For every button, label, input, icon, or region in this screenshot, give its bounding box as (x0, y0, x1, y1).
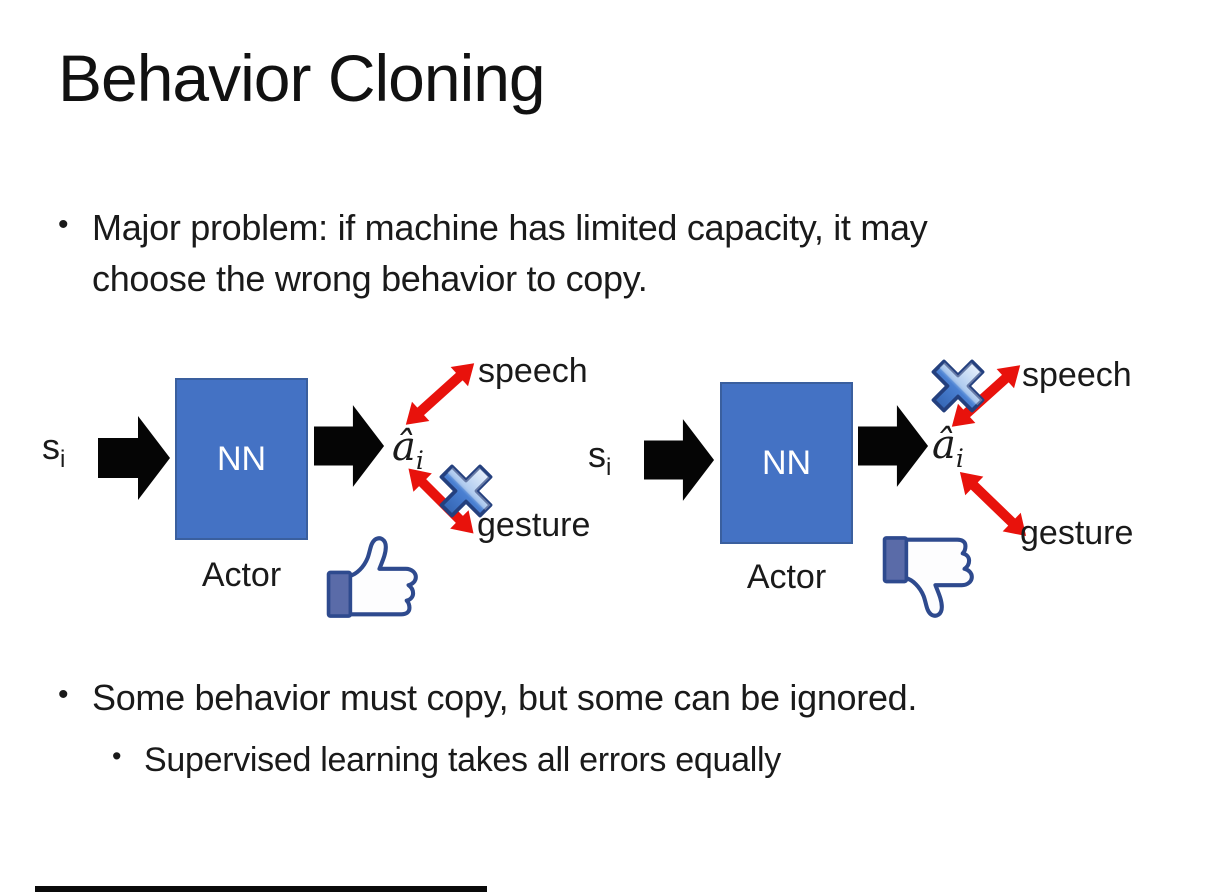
bullet-text: Supervised learning takes all errors equ… (144, 741, 781, 779)
double-arrow-icon (408, 468, 474, 534)
actor-caption: Actor (746, 558, 827, 596)
double-arrow-icon (951, 365, 1021, 427)
cross-x-icon (439, 464, 493, 518)
bullet-text: Major problem: if machine has limited ca… (92, 207, 928, 300)
branch-label-speech: speech (478, 352, 588, 390)
branch-label-speech: speech (1022, 356, 1132, 394)
right-arrow-icon (98, 416, 170, 500)
bullet-major-problem: • Major problem: if machine has limited … (58, 202, 1038, 304)
nn-box-label: NN (761, 443, 812, 482)
slide-title: Behavior Cloning (58, 41, 546, 115)
double-arrow-icon (959, 472, 1027, 536)
action-label: âi (932, 422, 964, 473)
double-arrow-icon (405, 363, 475, 425)
branch-label-gesture: gesture (477, 506, 591, 544)
thumbs-up-icon (326, 536, 418, 618)
cross-x-icon (931, 359, 985, 413)
nn-box-label: NN (216, 439, 267, 478)
actor-caption: Actor (201, 556, 282, 594)
bullet-supervised-learning: • Supervised learning takes all errors e… (112, 736, 1112, 784)
branch-label-gesture: gesture (1020, 514, 1134, 552)
right-arrow-icon (858, 405, 929, 487)
bullet-marker: • (112, 741, 122, 771)
nn-box: NN (175, 378, 308, 540)
bullet-marker: • (58, 678, 69, 711)
bottom-edge-strip (35, 886, 487, 892)
thumbs-down-icon (882, 536, 974, 618)
right-arrow-icon (644, 419, 715, 501)
bullet-text: Some behavior must copy, but some can be… (92, 677, 918, 718)
bullet-marker: • (58, 208, 69, 241)
bullet-some-behavior: • Some behavior must copy, but some can … (58, 672, 1138, 723)
right-arrow-icon (314, 405, 385, 487)
state-label: si (588, 434, 612, 482)
state-label: si (42, 426, 66, 474)
nn-box: NN (720, 382, 853, 544)
action-label: âi (392, 424, 424, 475)
